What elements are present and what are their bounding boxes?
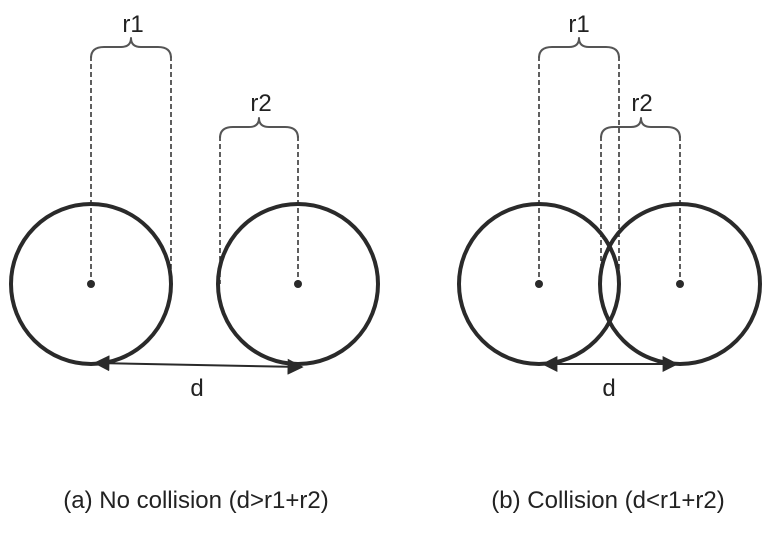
d-label: d xyxy=(602,375,615,402)
r1-brace xyxy=(90,37,172,59)
r2-brace xyxy=(600,117,681,139)
distance-arrow xyxy=(93,355,304,375)
r1-label: r1 xyxy=(568,11,589,38)
caption-b: (b) Collision (d<r1+r2) xyxy=(491,487,724,514)
r2-brace xyxy=(219,117,299,139)
panel-a: r1 r2 d (a) No collision (d>r1+r2) xyxy=(9,11,380,514)
caption-a: (a) No collision (d>r1+r2) xyxy=(63,487,328,514)
d-label: d xyxy=(190,375,203,402)
r2-label: r2 xyxy=(631,90,652,117)
r1-brace xyxy=(538,37,620,59)
panel-b: r1 r2 d (b) Collision (d<r1+r2) xyxy=(457,11,762,514)
r2-label: r2 xyxy=(250,90,271,117)
r1-label: r1 xyxy=(122,11,143,38)
